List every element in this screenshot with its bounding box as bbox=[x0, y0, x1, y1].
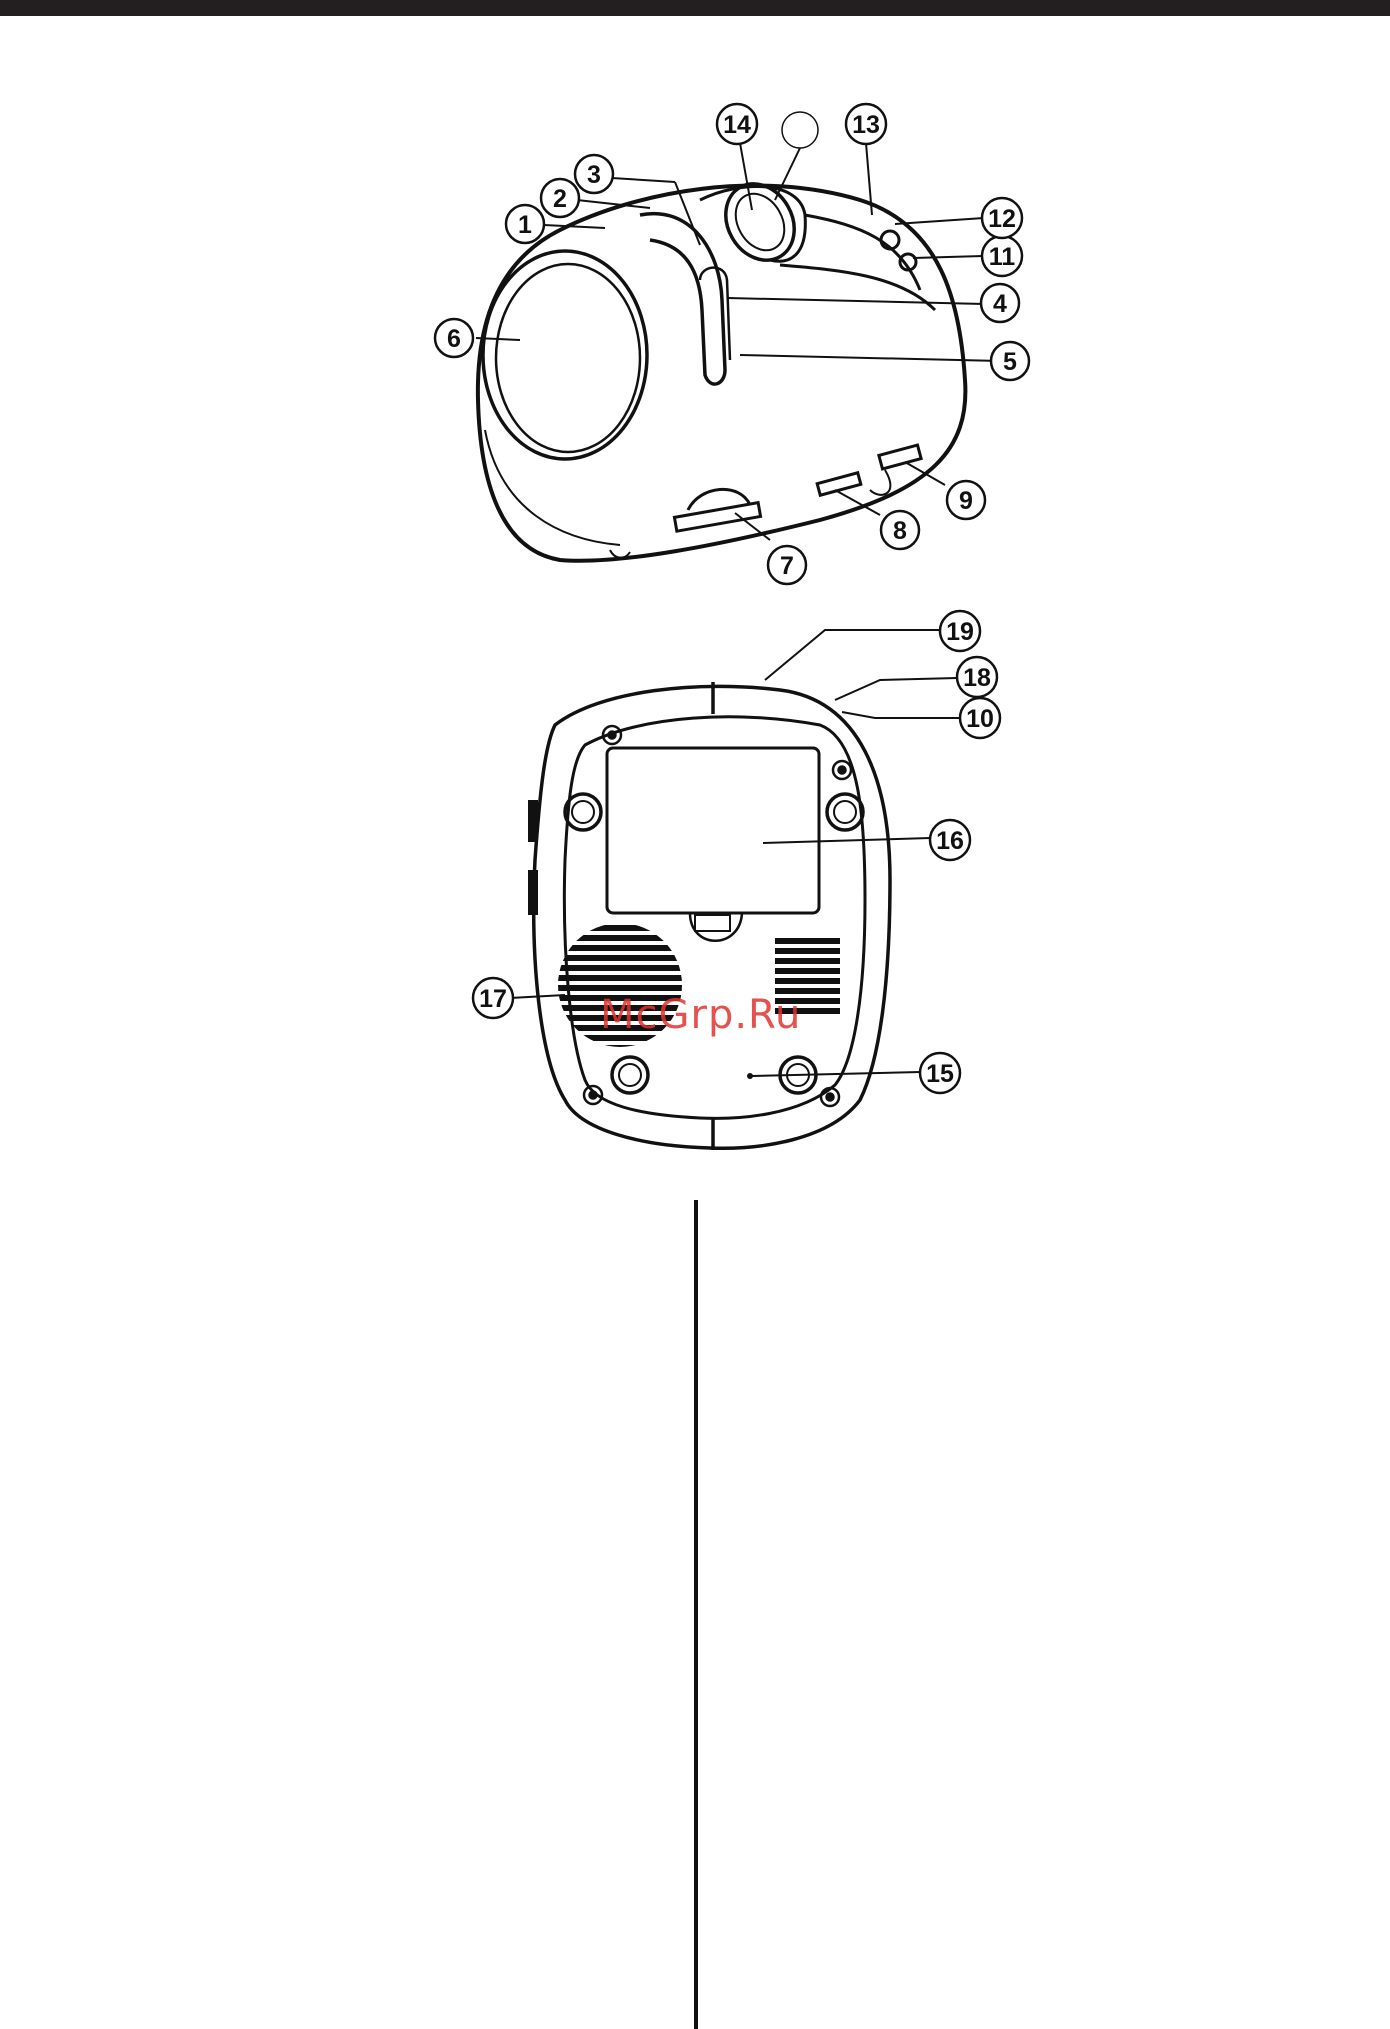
callout-14: 14 bbox=[717, 104, 757, 144]
callout-15: 15 bbox=[920, 1053, 960, 1093]
svg-text:1: 1 bbox=[518, 211, 532, 239]
svg-text:16: 16 bbox=[936, 827, 964, 855]
svg-text:12: 12 bbox=[988, 205, 1016, 233]
callout-19: 19 bbox=[940, 611, 980, 651]
callout-16: 16 bbox=[930, 820, 970, 860]
device-bottom-view bbox=[528, 682, 890, 1150]
svg-text:18: 18 bbox=[963, 664, 991, 692]
callouts: 1 2 3 4 5 6 7 8 bbox=[435, 104, 1029, 1093]
callout-4: 4 bbox=[981, 284, 1019, 322]
device-diagram: 1 2 3 4 5 6 7 8 bbox=[0, 0, 1390, 1180]
callout-5: 5 bbox=[991, 342, 1029, 380]
callout-17: 17 bbox=[473, 978, 513, 1018]
callout-2: 2 bbox=[541, 179, 579, 217]
svg-text:13: 13 bbox=[852, 111, 880, 139]
callout-3: 3 bbox=[575, 155, 613, 193]
callout-6: 6 bbox=[435, 319, 473, 357]
svg-text:15: 15 bbox=[926, 1060, 954, 1088]
svg-text:19: 19 bbox=[946, 618, 974, 646]
callout-8: 8 bbox=[881, 511, 919, 549]
svg-text:2: 2 bbox=[553, 185, 567, 213]
callout-12: 12 bbox=[982, 198, 1022, 238]
svg-text:5: 5 bbox=[1003, 348, 1017, 376]
callout-7: 7 bbox=[768, 546, 806, 584]
svg-text:8: 8 bbox=[893, 517, 907, 545]
svg-text:7: 7 bbox=[780, 552, 794, 580]
device-front-view bbox=[478, 171, 966, 560]
svg-text:11: 11 bbox=[989, 243, 1016, 271]
callout-18: 18 bbox=[957, 657, 997, 697]
svg-text:9: 9 bbox=[959, 487, 973, 515]
column-divider bbox=[694, 1200, 698, 2029]
svg-text:10: 10 bbox=[966, 705, 994, 733]
svg-text:3: 3 bbox=[587, 161, 601, 189]
callout-13: 13 bbox=[846, 104, 886, 144]
svg-text:14: 14 bbox=[723, 111, 751, 139]
watermark: McGrp.Ru bbox=[600, 992, 801, 1038]
callout-9: 9 bbox=[947, 481, 985, 519]
svg-text:17: 17 bbox=[479, 985, 507, 1013]
callout-10: 10 bbox=[960, 698, 1000, 738]
callout-1: 1 bbox=[506, 205, 544, 243]
svg-text:6: 6 bbox=[447, 325, 461, 353]
svg-text:4: 4 bbox=[993, 290, 1007, 318]
callout-11: 11 bbox=[982, 236, 1022, 276]
